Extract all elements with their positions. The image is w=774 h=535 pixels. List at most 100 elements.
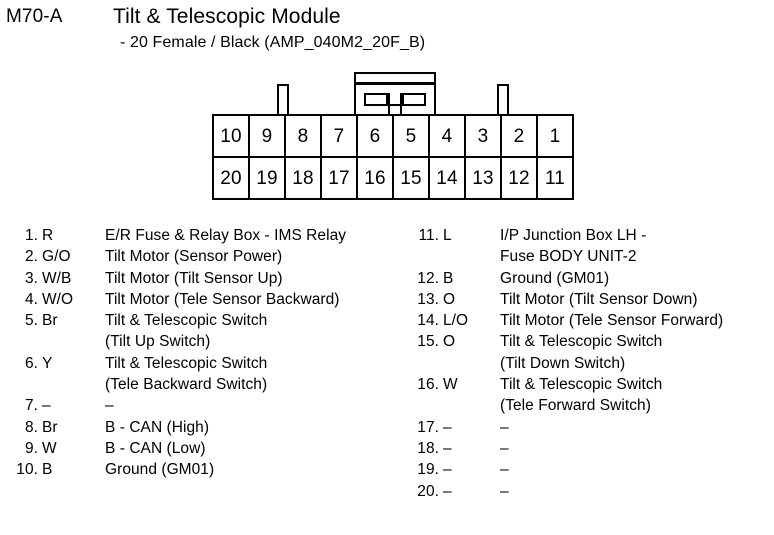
module-subtitle: - 20 Female / Black (AMP_040M2_20F_B) [120,34,426,51]
pin-cell[interactable]: 10 [214,116,250,156]
pin-number: 12. [417,269,439,287]
pin-number: 7. [24,397,38,415]
pin-description: Ground (GM01) [105,461,215,479]
pin-legend-row-continuation: 5.Br(Tilt Up Switch) [0,331,400,352]
module-code: M70-A [6,6,63,27]
pin-legend-row: 20.–– [405,481,774,502]
pin-wire-color: Y [42,354,53,372]
pin-number: 16. [417,376,439,394]
pin-number: 10. [16,461,38,479]
pin-legend-row: 18.–– [405,438,774,459]
pin-wire-color: – [443,439,452,457]
pin-number: 3. [24,269,38,287]
pin-description: B - CAN (Low) [105,439,206,457]
pin-wire-color: L [443,227,452,244]
pin-cell[interactable]: 2 [502,116,538,156]
pin-cell[interactable]: 8 [286,116,322,156]
connector-latch-center-base [388,104,402,106]
pin-cell[interactable]: 17 [322,158,358,198]
pin-description: (Tele Forward Switch) [500,397,651,415]
pin-cell[interactable]: 4 [430,116,466,156]
pin-cell[interactable]: 6 [358,116,394,156]
pin-description: Tilt Motor (Tele Sensor Backward) [105,290,340,308]
connector-latch-notch-right [402,93,426,106]
pin-number: 4. [24,290,38,308]
pin-legend-row: 19.–– [405,459,774,480]
pin-description: – [500,439,509,457]
pin-cell[interactable]: 12 [502,158,538,198]
pin-cell[interactable]: 11 [544,167,566,189]
pin-legend-row-continuation: 16.W(Tele Forward Switch) [405,395,774,416]
pin-description: Tilt & Telescopic Switch [105,312,268,330]
pin-number: 18. [417,439,439,457]
pin-wire-color: W [443,376,458,394]
pin-number: 2. [24,248,38,266]
pin-cell[interactable]: 15 [394,158,430,198]
pin-wire-color: – [42,397,51,415]
pin-number: 11. [418,227,439,244]
pin-wire-color: O [443,333,456,351]
pin-wire-color: W/B [42,269,72,287]
pin-cell[interactable]: 19 [250,158,286,198]
pin-wire-color: G/O [42,248,71,266]
pin-cell[interactable]: 16 [358,158,394,198]
pin-number: 20. [417,482,439,500]
pin-wire-color: Br [42,418,58,436]
pin-wire-color: – [443,482,452,500]
pin-wire-color: Br [42,312,58,330]
pin-cell[interactable]: 14 [430,158,466,198]
pin-description: – [500,418,509,436]
pin-description: – [105,397,114,415]
pin-cell[interactable]: 7 [322,116,358,156]
pin-description: B - CAN (High) [105,418,210,436]
pin-legend-row-continuation: 6.Y(Tele Backward Switch) [0,374,400,395]
pin-legend-row: 13.O Tilt Motor (Tilt Sensor Down) [405,289,774,310]
pin-number: 13. [417,290,439,308]
pin-wire-color: O [443,290,456,308]
pin-cell[interactable]: 9 [250,116,286,156]
pin-description: Tilt & Telescopic Switch [500,376,663,394]
pin-wire-color: W/O [42,290,74,308]
pin-wire-color: L/O [443,312,469,330]
pin-legend-row: 5.Br Tilt & Telescopic Switch [0,310,400,331]
pin-description: Tilt Motor (Tilt Sensor Down) [500,290,698,308]
connector-diagram: 10 9 8 7 6 5 4 3 2 1 20 19 18 17 16 15 1… [212,72,574,200]
pin-description: – [500,482,509,500]
pin-legend-row: 17.–– [405,417,774,438]
pin-number: 8. [24,418,38,436]
pin-legend-row: 16.W Tilt & Telescopic Switch [405,374,774,395]
pin-description: Tilt & Telescopic Switch [500,333,663,351]
pin-description: I/P Junction Box LH - [500,227,647,244]
pin-legend-row: 4.W/O Tilt Motor (Tele Sensor Backward) [0,289,400,310]
pin-number: 5. [24,312,38,330]
pin-number: 17. [417,418,439,436]
pin-cell[interactable]: 3 [466,116,502,156]
pin-number: 9. [24,439,38,457]
pin-cell[interactable]: 13 [466,158,502,198]
pin-wire-color: W [42,439,57,457]
diagram-header: M70-A Tilt & Telescopic Module - 20 Fema… [0,0,774,62]
page-title: Tilt & Telescopic Module [113,5,341,28]
pin-description: E/R Fuse & Relay Box - IMS Relay [105,227,347,244]
pin-cell[interactable]: 18 [286,158,322,198]
pin-cell[interactable]: 5 [394,116,430,156]
connector-tab-right [497,84,509,116]
pin-cell[interactable]: 20 [214,158,250,198]
pin-cell[interactable]: 1 [549,125,561,147]
pin-number: 6. [24,354,38,372]
connector-tab-left [277,84,289,116]
pin-wire-color: – [443,418,452,436]
connector-pin-row-top: 10 9 8 7 6 5 4 3 2 1 [212,114,574,158]
connector-latch-notch-left [364,93,388,106]
pin-description: (Tilt Down Switch) [500,354,626,372]
pin-legend-right-column: 11.L I/P Junction Box LH - 11.LFuse BODY U… [405,225,774,502]
pin-legend-row-continuation: 11.LFuse BODY UNIT-2 [405,246,774,267]
